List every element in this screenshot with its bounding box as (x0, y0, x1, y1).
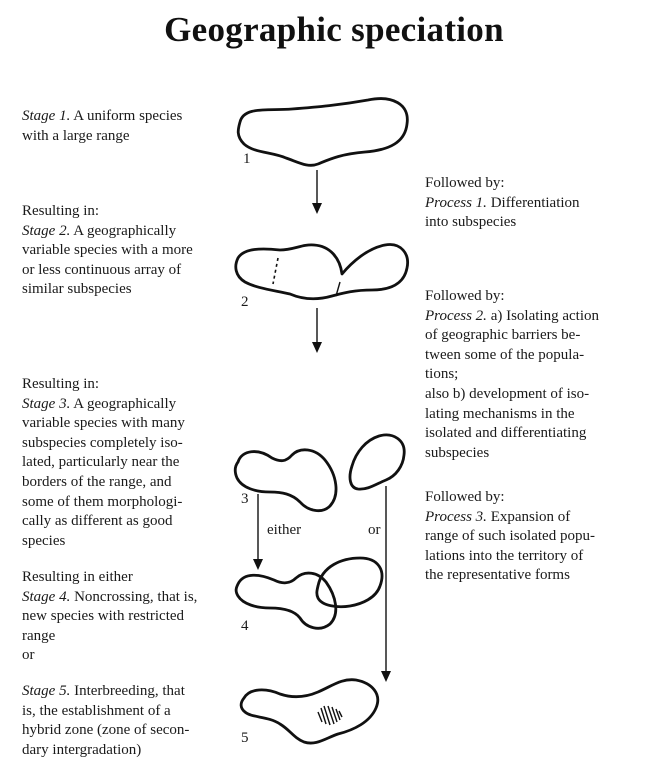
stage-5-line1: Interbreeding, that (70, 683, 185, 699)
stage-1-label: Stage 1. (22, 108, 71, 124)
stage-4-line1: Noncrossing, that is, (70, 588, 198, 605)
stage-5-label: Stage 5. (22, 683, 71, 699)
stage-3-line6: some of them morphologi- (22, 493, 183, 510)
process-2-line5: also b) development of iso- (425, 385, 590, 402)
process-2-line4: tions; (425, 366, 459, 383)
subspecies-boundary-dashed (272, 257, 279, 285)
stage-3-number: 3 (241, 491, 249, 507)
either-label: either (267, 522, 301, 538)
stage-3-line7: cally as different as good (22, 513, 173, 530)
stage-5-number: 5 (241, 730, 249, 746)
stage-4-line2: new species with restricted (22, 608, 185, 625)
stage-2-text: Resulting in: Stage 2. A geographically … (22, 202, 193, 300)
stage-3-line4: lated, particularly near the (22, 454, 180, 471)
stage-3-line2: variable species with many (22, 415, 185, 432)
or-label: or (368, 522, 381, 538)
process-2-followed: Followed by: (425, 288, 505, 304)
stage-5-text: Stage 5. Interbreeding, that is, the est… (22, 682, 189, 760)
process-3-line2: range of such isolated popu- (425, 528, 595, 545)
stage-1-text: Stage 1. A uniform species with a large … (22, 107, 182, 146)
process-2-line7: isolated and differentiating (425, 425, 587, 442)
arrowhead-stage-2-to-3 (312, 342, 322, 353)
stage-2-line1: A geographically (70, 222, 177, 239)
process-1-line1: Differentiation (486, 194, 580, 211)
stage-4-line4: or (22, 647, 35, 664)
stage-4-number: 4 (241, 618, 249, 634)
stage-2-resulting: Resulting in: (22, 203, 100, 219)
arrowhead-stage-3-to-5 (381, 671, 391, 682)
stage-2-line3: or less continuous array of (22, 261, 182, 278)
stage-5-line3: hybrid zone (zone of secon- (22, 722, 190, 739)
range-shape-stage-1 (236, 97, 409, 167)
stage-5-line4: dary intergradation) (22, 741, 142, 758)
range-shape-stage-2 (234, 243, 409, 301)
range-shape-stage-5 (239, 678, 380, 745)
hybrid-zone-line (317, 711, 323, 723)
process-1-line2: into subspecies (425, 214, 517, 231)
subspecies-boundary-solid (335, 281, 341, 297)
hybrid-zone-line (331, 706, 338, 723)
range-shape-stage-3-main (233, 448, 338, 513)
stage-2-label: Stage 2. (22, 222, 71, 239)
process-3-followed: Followed by: (425, 489, 505, 505)
process-2-line3: tween some of the popula- (425, 346, 585, 363)
process-3-text: Followed by: Process 3. Expansion of ran… (425, 488, 595, 586)
page-title: Geographic speciation (164, 10, 504, 49)
process-1-text: Followed by: Process 1. Differentiation … (425, 174, 580, 233)
stage-3-text: Resulting in: Stage 3. A geographically … (22, 375, 185, 551)
stage-2-line4: similar subspecies (22, 281, 132, 298)
stage-4-line3: range (22, 627, 56, 644)
stage-1-line2: with a large range (22, 127, 130, 144)
stage-3-line8: species (22, 532, 66, 549)
stage-1-number: 1 (243, 151, 251, 167)
stage-3-line1: A geographically (70, 395, 177, 412)
stage-1-line1: A uniform species (70, 108, 183, 124)
hybrid-zone-hatching (317, 705, 343, 726)
hybrid-zone-line (327, 705, 335, 725)
process-2-text: Followed by: Process 2. a) Isolating act… (425, 287, 599, 463)
hybrid-zone-line (323, 705, 331, 726)
stage-4-label: Stage 4. (22, 588, 71, 605)
stage-5-line2: is, the establishment of a (22, 702, 171, 719)
hybrid-zone-line (320, 707, 327, 725)
process-2-line2: of geographic barriers be- (425, 327, 581, 344)
arrowhead-stage-3-to-4 (253, 559, 263, 570)
process-2-line6: lating mechanisms in the (425, 405, 575, 422)
stage-4-text: Resulting in either Stage 4. Noncrossing… (22, 568, 197, 666)
process-2-line8: subspecies (425, 444, 490, 461)
range-shape-stage-4-expanded (315, 556, 384, 609)
stage-3-label: Stage 3. (22, 395, 71, 412)
stage-2-number: 2 (241, 294, 249, 310)
process-2-label: Process 2. (425, 307, 487, 324)
process-1-label: Process 1. (425, 194, 487, 211)
stage-4-resulting: Resulting in either (22, 569, 133, 585)
stage-3-line3: subspecies completely iso- (22, 434, 183, 451)
process-3-label: Process 3. (425, 508, 487, 525)
arrowhead-stage-1-to-2 (312, 203, 322, 214)
stage-3-line5: borders of the range, and (22, 473, 172, 490)
range-shape-stage-3-isolated (348, 433, 406, 491)
process-1-followed: Followed by: (425, 175, 505, 191)
range-shape-stage-4-main (234, 571, 338, 630)
process-3-line3: lations into the territory of (425, 547, 584, 564)
process-3-line1: Expansion of (486, 508, 571, 525)
process-2-line1: a) Isolating action (486, 307, 599, 324)
process-3-line4: the representative forms (425, 567, 570, 584)
hybrid-zone-line (335, 708, 341, 721)
stage-2-line2: variable species with a more (22, 242, 193, 259)
stage-3-resulting: Resulting in: (22, 376, 100, 392)
hybrid-zone-line (338, 710, 343, 718)
